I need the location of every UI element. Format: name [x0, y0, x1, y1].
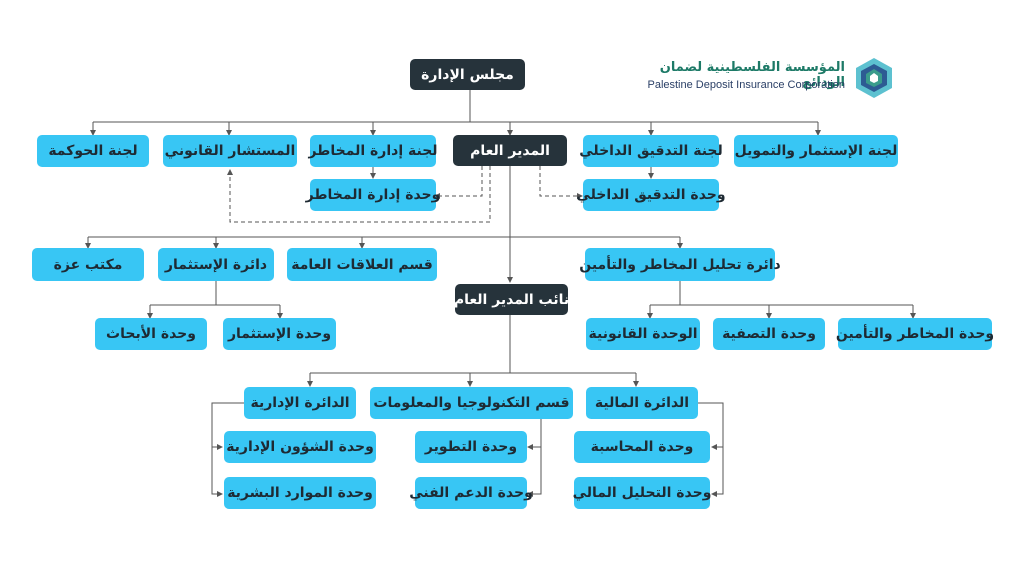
committee-risk-management: لجنة إدارة المخاطر — [308, 135, 438, 167]
tech-support-unit: وحدة الدعم الفني — [409, 477, 533, 509]
logo-name-ar: المؤسسة الفلسطينية لضمان الودائع — [659, 60, 845, 90]
investment-dept: دائرة الإستثمار — [158, 248, 274, 281]
committee-investment-finance: لجنة الإستثمار والتمويل — [734, 135, 898, 167]
logo-name-en: Palestine Deposit Insurance Corporation — [647, 79, 845, 91]
public-relations-dept: قسم العلاقات العامة — [287, 248, 437, 281]
general-manager-box: المدير العام — [453, 135, 567, 166]
admin-dept: الدائرة الإدارية — [244, 387, 356, 419]
risk-insurance-unit: وحدة المخاطر والتأمين — [836, 318, 994, 350]
board-box: مجلس الإدارة — [410, 59, 525, 90]
gaza-office: مكتب عزة — [32, 248, 144, 281]
accounting-unit: وحدة المحاسبة — [574, 431, 710, 463]
committee-governance: لجنة الحوكمة — [37, 135, 149, 167]
financial-analysis-unit: وحدة التحليل المالي — [573, 477, 711, 509]
internal-audit-unit: وحدة التدقيق الداخلي — [576, 179, 726, 211]
deputy-gm-box: نائب المدير العام — [454, 284, 569, 315]
legal-unit: الوحدة القانونية — [586, 318, 700, 350]
it-dept: قسم التكنولوجيا والمعلومات — [370, 387, 573, 419]
committee-internal-audit: لجنة التدقيق الداخلي — [579, 135, 723, 167]
hr-unit: وحدة الموارد البشرية — [224, 477, 376, 509]
investment-unit: وحدة الإستثمار — [223, 318, 336, 350]
legal-advisor: المستشار القانوني — [163, 135, 297, 167]
liquidation-unit: وحدة التصفية — [713, 318, 825, 350]
risk-management-unit: وحدة إدارة المخاطر — [306, 179, 440, 211]
research-unit: وحدة الأبحاث — [95, 318, 207, 350]
admin-affairs-unit: وحدة الشؤون الإدارية — [224, 431, 376, 463]
risk-insurance-dept: دائرة تحليل المخاطر والتأمين — [579, 248, 781, 281]
finance-dept: الدائرة المالية — [586, 387, 698, 419]
development-unit: وحدة التطوير — [415, 431, 527, 463]
pdic-logo-icon — [856, 58, 892, 98]
